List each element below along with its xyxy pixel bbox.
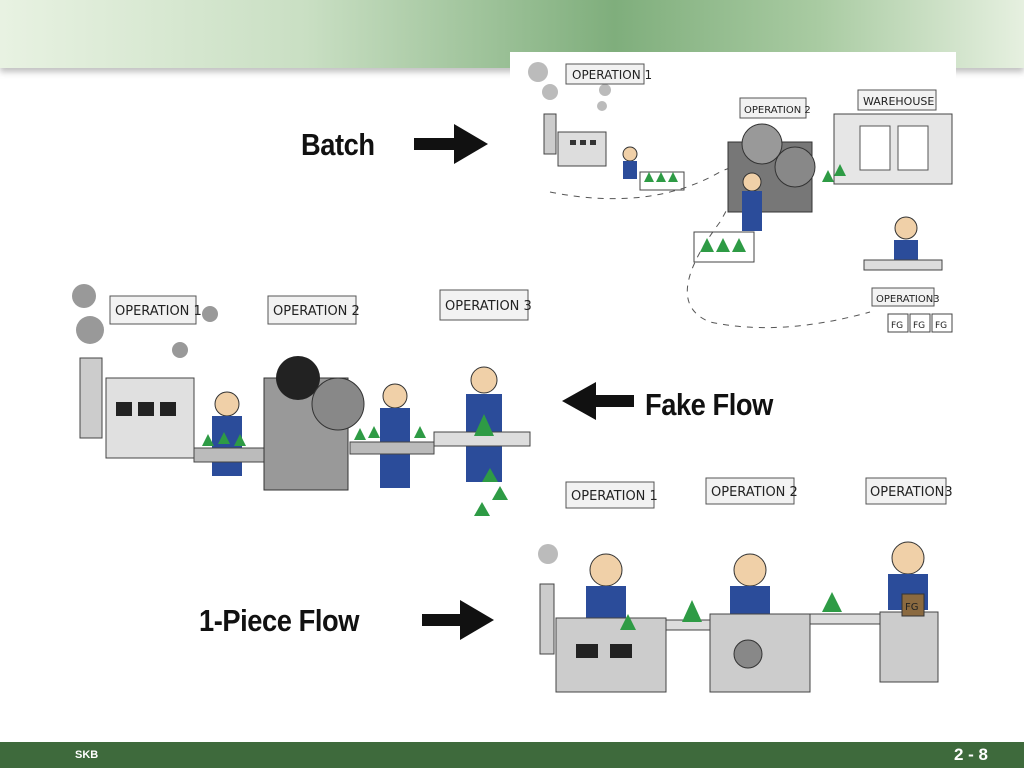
svg-text:FG: FG: [913, 321, 925, 331]
svg-text:OPERATION 1: OPERATION 1: [571, 489, 658, 504]
svg-text:OPERATION 3: OPERATION 3: [445, 299, 532, 314]
fake-flow-scene-illustration: OPERATION 1 OPERATION 2 OPERATION 3: [72, 284, 532, 516]
footer-author: SKB: [75, 749, 99, 761]
svg-text:FG: FG: [935, 321, 947, 331]
svg-text:OPERATION 2: OPERATION 2: [744, 105, 811, 116]
batch-operation2-sign: OPERATION 2: [739, 97, 811, 119]
batch-operation3-sign: OPERATION3: [871, 287, 940, 307]
one-operation2-sign: OPERATION 2: [705, 477, 798, 505]
fake-operation3-sign: OPERATION 3: [439, 289, 532, 321]
fake-operation2-sign: OPERATION 2: [267, 295, 360, 325]
svg-text:OPERATION3: OPERATION3: [870, 485, 952, 500]
one-operation1-sign: OPERATION 1: [565, 481, 658, 509]
one-fg-box-label: FG: [905, 602, 919, 613]
one-piece-right-arrow-icon: [422, 600, 494, 640]
fake-flow-label: Fake Flow: [645, 387, 773, 422]
slide-number: 2 - 8: [953, 745, 988, 764]
batch-fg-boxes: FG FG FG: [887, 313, 953, 333]
one-piece-flow-scene-illustration: OPERATION 1 OPERATION 2 OPERATION3 FG: [538, 477, 952, 693]
svg-text:WAREHOUSE: WAREHOUSE: [863, 95, 934, 108]
batch-right-arrow-icon: [414, 124, 488, 164]
svg-text:OPERATION 1: OPERATION 1: [572, 68, 652, 82]
one-piece-flow-label: 1-Piece Flow: [199, 603, 359, 638]
batch-label: Batch: [301, 127, 375, 162]
batch-cart-products: [644, 172, 678, 182]
svg-text:FG: FG: [891, 321, 903, 331]
svg-text:OPERATION 1: OPERATION 1: [115, 304, 202, 319]
one-operation3-sign: OPERATION3: [865, 477, 952, 505]
batch-scene-illustration: OPERATION 1 OPERATION 2 WAREHOUSE OPERAT…: [510, 52, 956, 338]
fake-operation1-sign: OPERATION 1: [109, 295, 202, 325]
fake-flow-left-arrow-icon: [562, 382, 634, 420]
footer-bar: [0, 742, 1024, 768]
svg-text:OPERATION 2: OPERATION 2: [711, 485, 798, 500]
svg-text:OPERATION 2: OPERATION 2: [273, 304, 360, 319]
batch-warehouse-sign: WAREHOUSE: [857, 89, 937, 111]
svg-text:OPERATION3: OPERATION3: [876, 294, 940, 305]
batch-operation1-sign: OPERATION 1: [565, 63, 652, 85]
